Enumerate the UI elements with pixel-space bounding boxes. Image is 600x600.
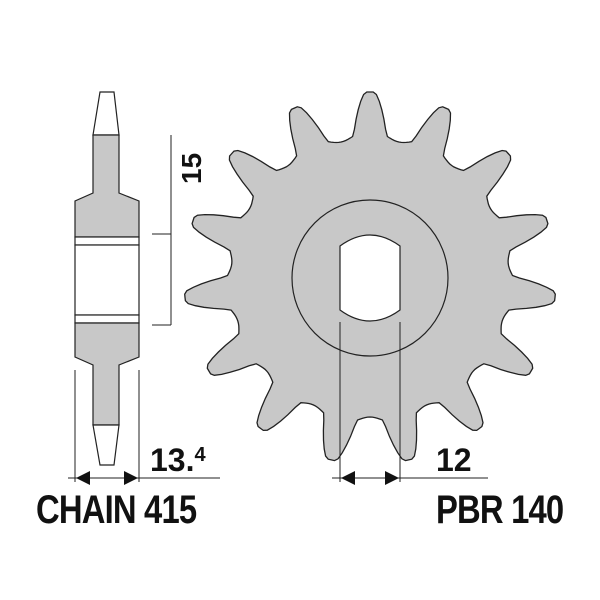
bore-hole bbox=[339, 234, 401, 322]
width-dimension bbox=[68, 370, 220, 485]
part-number-label: PBR 140 bbox=[436, 488, 564, 532]
side-profile bbox=[74, 91, 140, 466]
teeth-dimension bbox=[152, 135, 172, 326]
width-decimal: 4 bbox=[194, 444, 206, 466]
bore-dimension bbox=[332, 322, 488, 485]
bore-label: 12 bbox=[436, 442, 472, 478]
width-label: 13.4 bbox=[150, 444, 206, 476]
width-value: 13. bbox=[150, 442, 195, 478]
chain-label: CHAIN 415 bbox=[36, 488, 197, 532]
sprocket-front bbox=[184, 91, 556, 462]
teeth-count-label: 15 bbox=[176, 152, 207, 184]
